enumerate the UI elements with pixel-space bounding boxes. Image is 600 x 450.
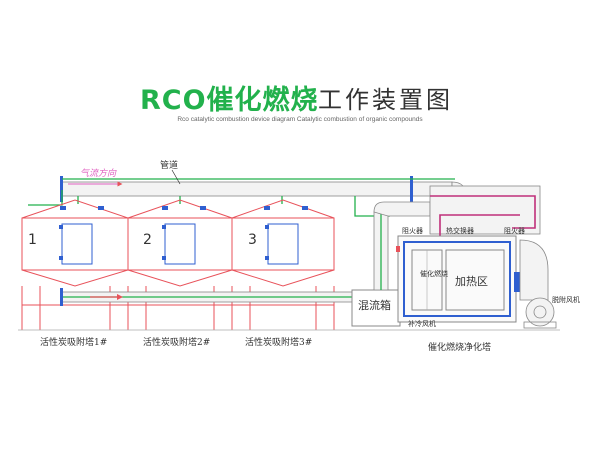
tower-3-name: 活性炭吸附塔3# (245, 336, 312, 348)
bottom-pipe (60, 288, 353, 306)
tower-2-number: 2 (143, 232, 152, 248)
mixing-box: 混流箱 (351, 289, 401, 327)
desorption-fan (519, 239, 557, 329)
heat-exchanger-label: 热交换器 (446, 226, 474, 235)
cooling-fan-label: 补冷风机 (408, 319, 436, 328)
adsorption-tower-1 (21, 199, 129, 330)
purifier-name: 催化燃烧净化塔 (428, 341, 491, 353)
tower-2-name: 活性炭吸附塔2# (143, 336, 210, 348)
airflow-label: 气流方向 (80, 168, 117, 179)
title-diagram: 工作装置图 (318, 86, 453, 114)
adsorption-tower-2 (127, 199, 233, 330)
pipe-leader (171, 169, 181, 185)
mixing-box-label: 混流箱 (358, 298, 391, 312)
flame-arrester-2-label: 阻火器 (504, 226, 525, 235)
heating-zone-label: 加热区 (455, 275, 488, 288)
catalytic-purifier (396, 235, 522, 323)
tower-1-name: 活性炭吸附塔1# (40, 336, 107, 348)
flame-arrester-1-label: 阻火器 (402, 226, 423, 235)
desorption-fan-label: 脱附风机 (552, 295, 580, 304)
riser-pipe (373, 201, 431, 291)
tower-3-number: 3 (248, 232, 257, 248)
adsorption-tower-3 (231, 199, 335, 330)
subtitle: Rco catalytic combustion device diagram … (177, 116, 423, 123)
title-rco: RCO催化燃烧 (140, 85, 319, 116)
catalyst-bed-label: 催化燃烧 (420, 269, 448, 278)
tower-1-number: 1 (28, 232, 37, 248)
heat-exchanger-loop (429, 185, 541, 240)
title-row: RCO催化燃烧 工作装置图 (0, 72, 600, 122)
pipe-label: 管道 (160, 159, 178, 171)
top-valves (60, 206, 308, 210)
